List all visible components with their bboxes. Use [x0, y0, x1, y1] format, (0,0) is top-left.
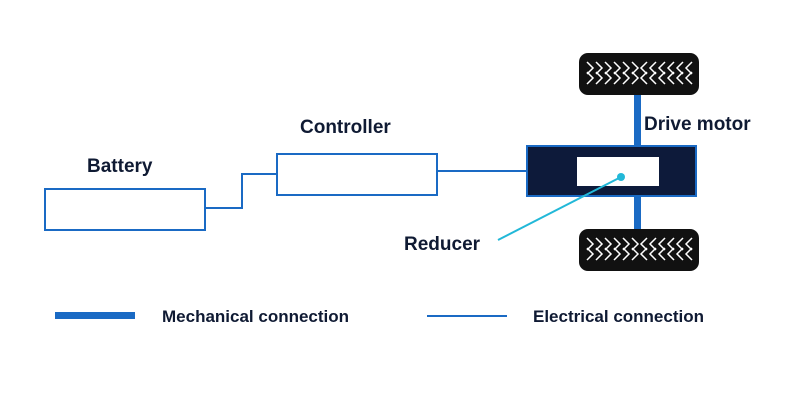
tire-icon	[579, 53, 699, 95]
electrical-wire-battery-controller	[205, 173, 277, 209]
reducer-pointer-line	[497, 176, 622, 241]
reducer-box	[577, 157, 659, 186]
reducer-label: Reducer	[404, 234, 481, 255]
legend-mechanical-swatch	[55, 312, 135, 319]
legend-electrical-label: Electrical connection	[533, 307, 704, 326]
reducer-pointer-dot	[617, 173, 625, 181]
legend-mechanical-label: Mechanical connection	[162, 307, 349, 326]
battery-label: Battery	[87, 156, 153, 177]
controller-box	[276, 153, 438, 196]
drive-motor-label: Drive motor	[644, 114, 751, 135]
tire-icon	[579, 229, 699, 271]
controller-label: Controller	[300, 117, 391, 138]
battery-box	[44, 188, 206, 231]
